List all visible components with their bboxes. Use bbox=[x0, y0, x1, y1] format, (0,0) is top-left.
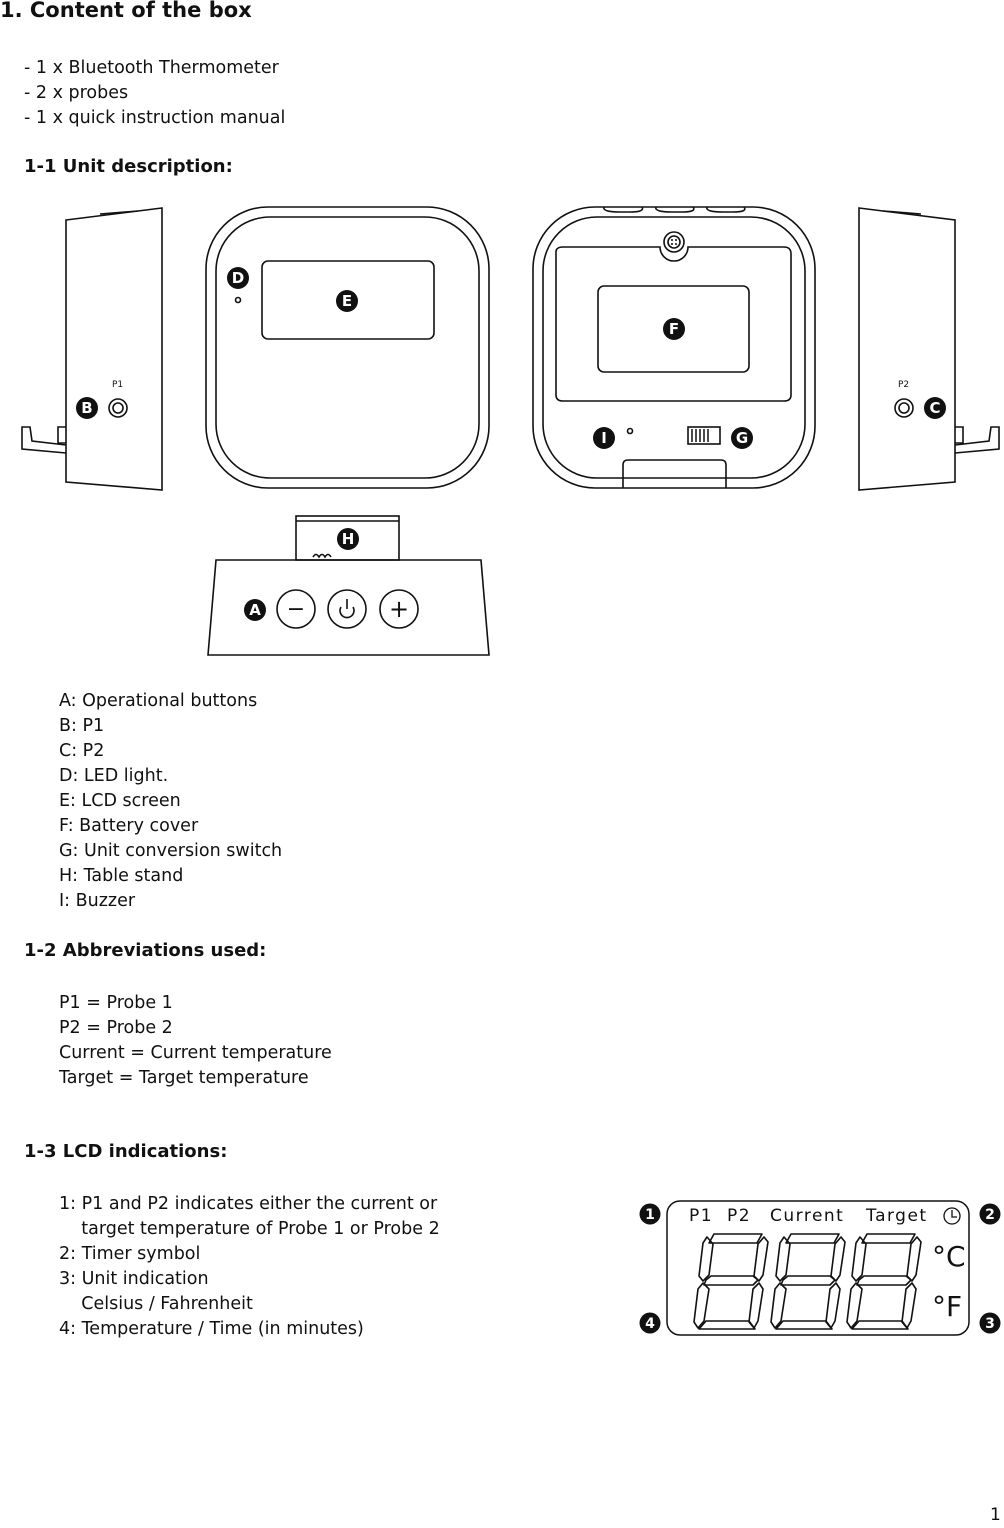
plus-button-glyph: + bbox=[389, 595, 409, 623]
marker-i: I bbox=[601, 429, 607, 447]
port-p2-label: P2 bbox=[898, 380, 909, 390]
marker-f: F bbox=[669, 320, 679, 338]
abbreviations-heading: 1-2 Abbreviations used: bbox=[24, 940, 267, 961]
list-item: target temperature of Probe 1 or Probe 2 bbox=[59, 1219, 440, 1239]
lcd-label-current: Current bbox=[770, 1206, 844, 1226]
marker-a: A bbox=[249, 601, 261, 619]
legend-item: A: Operational buttons bbox=[59, 691, 258, 711]
abbreviations-list: P1 = Probe 1 P2 = Probe 2 Current = Curr… bbox=[59, 991, 332, 1091]
unit-fahrenheit: °F bbox=[932, 1290, 962, 1323]
legend-item: H: Table stand bbox=[59, 866, 184, 886]
lcd-label-p2: P2 bbox=[727, 1206, 751, 1226]
unit-description-heading: 1-1 Unit description: bbox=[24, 156, 233, 177]
seven-segment-digit bbox=[846, 1233, 922, 1330]
minus-button-glyph: − bbox=[287, 597, 305, 622]
unit-legend: A: Operational buttons B: P1 C: P2 D: LE… bbox=[59, 689, 282, 914]
list-item: Current = Current temperature bbox=[59, 1043, 332, 1063]
marker-h: H bbox=[342, 530, 355, 548]
unit-switch bbox=[691, 429, 709, 442]
legend-item: F: Battery cover bbox=[59, 816, 199, 836]
marker-e: E bbox=[342, 292, 352, 310]
callout-2: 2 bbox=[985, 1207, 995, 1223]
right-side-view bbox=[858, 207, 1000, 491]
marker-b: B bbox=[81, 399, 92, 417]
legend-item: G: Unit conversion switch bbox=[59, 841, 283, 861]
legend-item: E: LCD screen bbox=[59, 791, 181, 811]
list-item: - 2 x probes bbox=[24, 83, 129, 103]
back-view bbox=[532, 206, 816, 489]
list-item: Celsius / Fahrenheit bbox=[59, 1294, 253, 1314]
front-view bbox=[205, 206, 490, 489]
list-item: 3: Unit indication bbox=[59, 1269, 209, 1289]
timer-icon bbox=[943, 1207, 961, 1225]
legend-item: C: P2 bbox=[59, 741, 105, 761]
marker-d: D bbox=[232, 269, 244, 287]
unit-celsius: °C bbox=[932, 1240, 966, 1273]
legend-item: I: Buzzer bbox=[59, 891, 136, 911]
seven-segment-digit bbox=[693, 1233, 769, 1330]
speaker-grill-icon bbox=[671, 239, 677, 245]
callout-3: 3 bbox=[985, 1316, 995, 1332]
lcd-display-diagram: P1 P2 Current Target °C °F 1 2 3 4 bbox=[639, 1200, 1001, 1336]
bottom-view bbox=[207, 515, 490, 656]
port-p1-label: P1 bbox=[112, 380, 123, 390]
legend-item: B: P1 bbox=[59, 716, 105, 736]
seven-segment-digit bbox=[770, 1233, 846, 1330]
page-number: 1 bbox=[990, 1505, 1001, 1525]
callout-4: 4 bbox=[645, 1316, 655, 1332]
legend-item: D: LED light. bbox=[59, 766, 169, 786]
lcd-indications-heading: 1-3 LCD indications: bbox=[24, 1141, 228, 1162]
list-item: - 1 x quick instruction manual bbox=[24, 108, 286, 128]
list-item: 4: Temperature / Time (in minutes) bbox=[59, 1319, 364, 1339]
marker-c: C bbox=[929, 399, 940, 417]
list-item: 1: P1 and P2 indicates either the curren… bbox=[59, 1194, 438, 1214]
lcd-label-target: Target bbox=[865, 1206, 928, 1226]
list-item: - 1 x Bluetooth Thermometer bbox=[24, 58, 279, 78]
device-diagram: P1 P2 − + A B C D E F G H I bbox=[21, 206, 1000, 656]
left-side-view bbox=[21, 207, 163, 491]
lcd-indications-list: 1: P1 and P2 indicates either the curren… bbox=[59, 1192, 440, 1342]
callout-1: 1 bbox=[645, 1207, 655, 1223]
list-item: Target = Target temperature bbox=[59, 1068, 309, 1088]
list-item: P2 = Probe 2 bbox=[59, 1018, 173, 1038]
list-item: P1 = Probe 1 bbox=[59, 993, 173, 1013]
box-contents-list: - 1 x Bluetooth Thermometer - 2 x probes… bbox=[24, 56, 285, 131]
lcd-label-p1: P1 bbox=[689, 1206, 713, 1226]
section-title: 1. Content of the box bbox=[0, 0, 252, 22]
marker-g: G bbox=[736, 429, 748, 447]
list-item: 2: Timer symbol bbox=[59, 1244, 201, 1264]
